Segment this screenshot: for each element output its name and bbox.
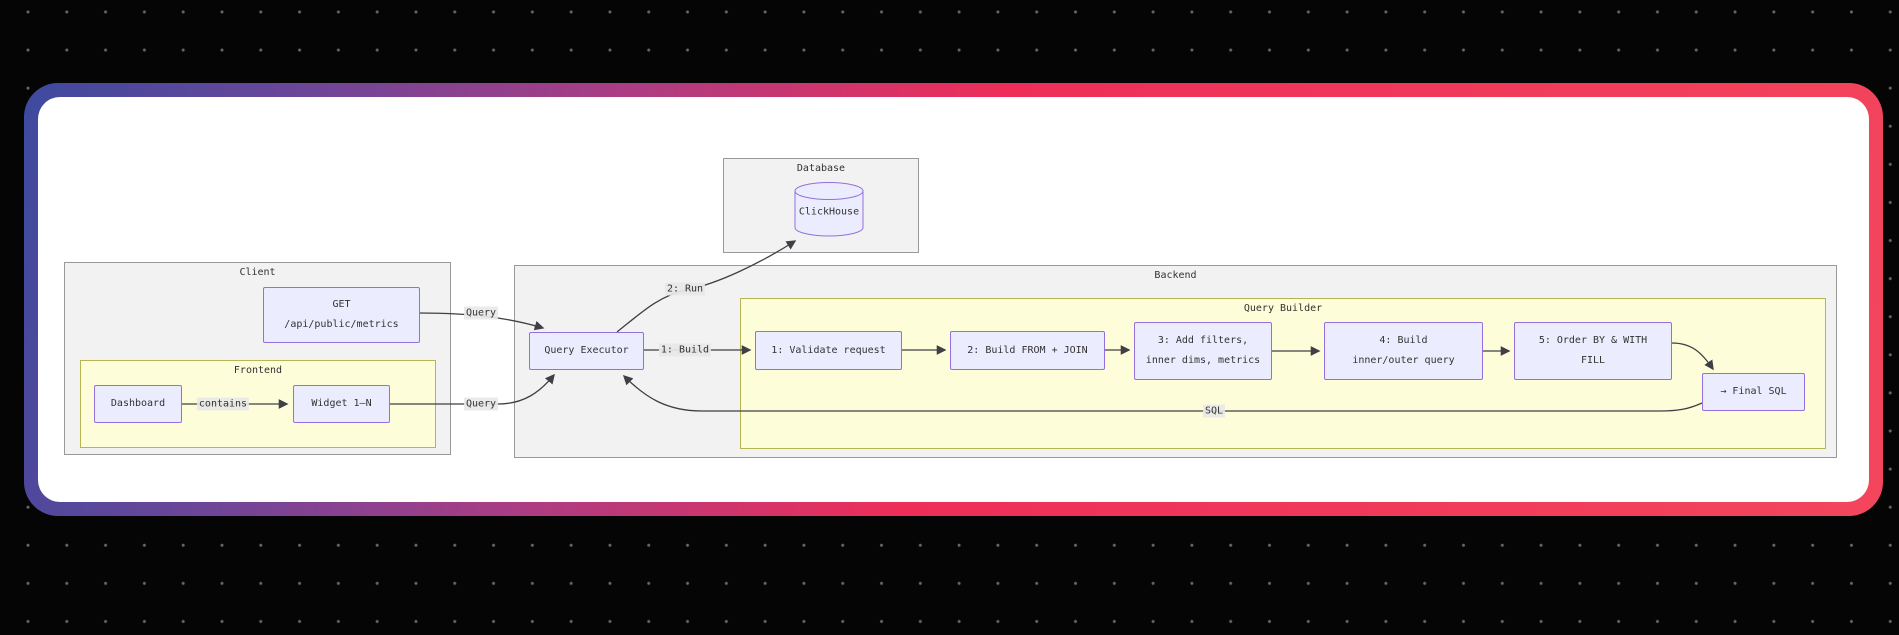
node-step2-from-join: 2: Build FROM + JOIN — [950, 331, 1105, 370]
edge-label-query-top: Query — [463, 306, 499, 320]
node-clickhouse: ClickHouse — [798, 206, 860, 218]
edge-label-run: 2: Run — [664, 282, 706, 296]
cluster-frontend-title: Frontend — [233, 365, 283, 376]
cluster-database: Database — [723, 158, 919, 253]
node-step5-orderby: 5: Order BY & WITH FILL — [1514, 322, 1672, 380]
cluster-query-builder-title: Query Builder — [1243, 303, 1323, 314]
edge-label-query-bottom: Query — [463, 397, 499, 411]
edge-label-build: 1: Build — [658, 343, 712, 357]
edge-label-sql: SQL — [1202, 404, 1226, 418]
node-final-sql: → Final SQL — [1702, 373, 1805, 411]
cluster-database-title: Database — [796, 163, 846, 174]
node-step3-filters: 3: Add filters, inner dims, metrics — [1134, 322, 1272, 380]
node-widget: Widget 1–N — [293, 385, 390, 423]
node-step4-inner-outer: 4: Build inner/outer query — [1324, 322, 1483, 380]
edge-label-contains: contains — [196, 397, 250, 411]
node-get-endpoint: GET /api/public/metrics — [263, 287, 420, 343]
node-dashboard: Dashboard — [94, 385, 182, 423]
cluster-backend-title: Backend — [1154, 270, 1197, 281]
cluster-client-title: Client — [239, 267, 276, 278]
node-query-executor: Query Executor — [529, 332, 644, 370]
node-step1-validate: 1: Validate request — [755, 331, 902, 370]
